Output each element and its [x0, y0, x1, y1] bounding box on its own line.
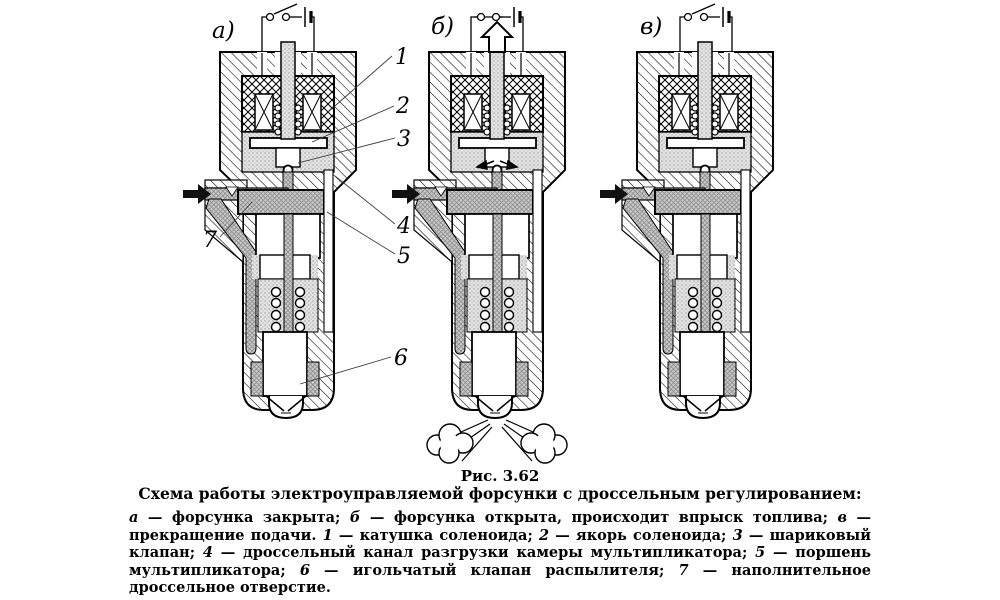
spray-cloud-left [426, 423, 474, 464]
callout-6: 6 [394, 346, 408, 371]
circuit-closed-b [470, 7, 524, 52]
injector-body-v [599, 41, 774, 419]
callout-5: 5 [397, 244, 411, 269]
callout-4: 4 [396, 214, 411, 239]
figure-caption: Рис. 3.62 Схема работы электроуправляемо… [0, 468, 1000, 597]
callout-1: 1 [395, 45, 409, 70]
callout-3: 3 [397, 127, 411, 152]
fuel-spray [426, 419, 568, 464]
panel-a-label: а) [212, 18, 235, 44]
circuit-wire-left [470, 16, 477, 52]
injector-diagram: а) 1 2 3 4 5 6 [182, 2, 774, 464]
injector-body-b [391, 41, 566, 419]
callout-2: 2 [395, 94, 410, 119]
panel-b-label: б) [431, 14, 454, 40]
panel-v-label: в) [640, 14, 662, 40]
ball-flow-arrows [475, 159, 519, 170]
switch-contact [491, 12, 501, 22]
fuel-return-arrow [479, 20, 515, 53]
spray-cloud-right [520, 423, 568, 464]
callout-7: 7 [203, 228, 217, 253]
panel-b: б) [391, 7, 568, 464]
figure-legend: а — форсунка закрыта; б — форсунка откры… [129, 509, 872, 596]
diagram-canvas: а) 1 2 3 4 5 6 [182, 2, 774, 464]
panel-a: а) 1 2 3 4 5 6 [182, 2, 411, 419]
callout-leaders [219, 55, 396, 385]
figure-number: Рис. 3.62 [460, 467, 540, 485]
figure-title: Схема работы электроуправляемой форсунки… [138, 484, 862, 503]
circuit-wire-right [520, 16, 524, 52]
switch-contact [476, 12, 486, 22]
panel-v: в) [599, 2, 774, 419]
